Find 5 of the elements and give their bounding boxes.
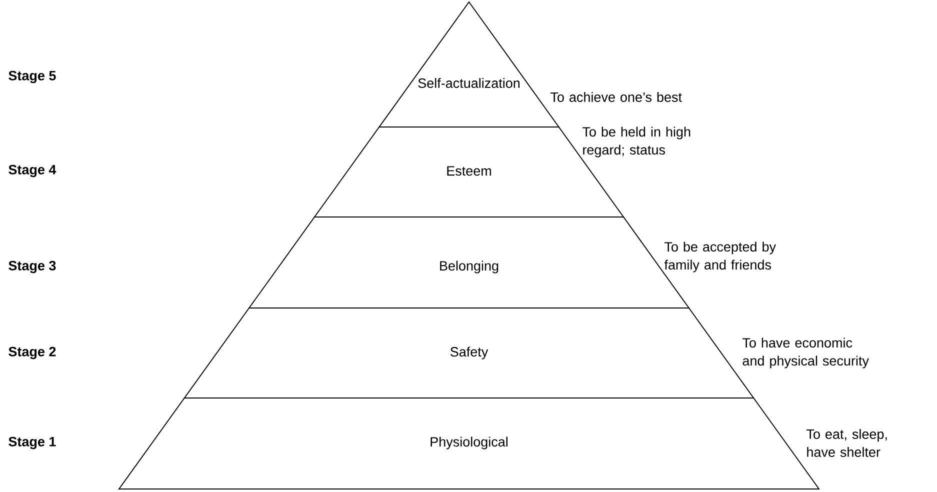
stage-label: Stage 3 <box>8 260 56 274</box>
stage-label: Stage 5 <box>8 70 56 84</box>
stage-label: Stage 1 <box>8 436 56 450</box>
stage-label: Stage 2 <box>8 346 56 360</box>
stage-label: Stage 4 <box>8 164 56 178</box>
